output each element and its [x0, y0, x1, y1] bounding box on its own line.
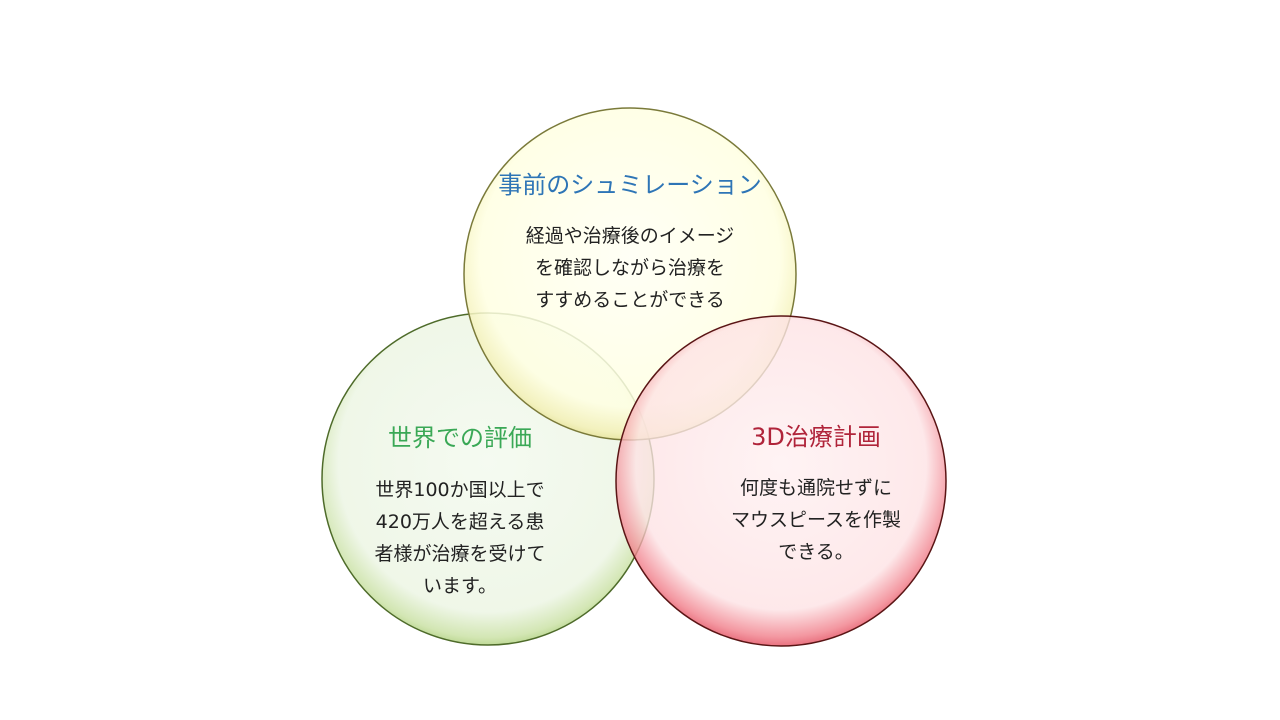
set-title-right: 3D治療計画 — [751, 423, 881, 451]
set-body-left: 世界100か国以上で 420万人を超える患 者様が治療を受けて います。 — [374, 479, 546, 597]
venn-circle-right — [615, 315, 947, 647]
set-body-right: 何度も通院せずに マウスピースを作製 できる。 — [730, 477, 902, 563]
set-title-left: 世界での評価 — [388, 424, 532, 452]
set-title-top: 事前のシュミレーション — [498, 171, 762, 199]
set-body-top: 経過や治療後のイメージ を確認しながら治療を すすめることができる — [525, 225, 735, 311]
